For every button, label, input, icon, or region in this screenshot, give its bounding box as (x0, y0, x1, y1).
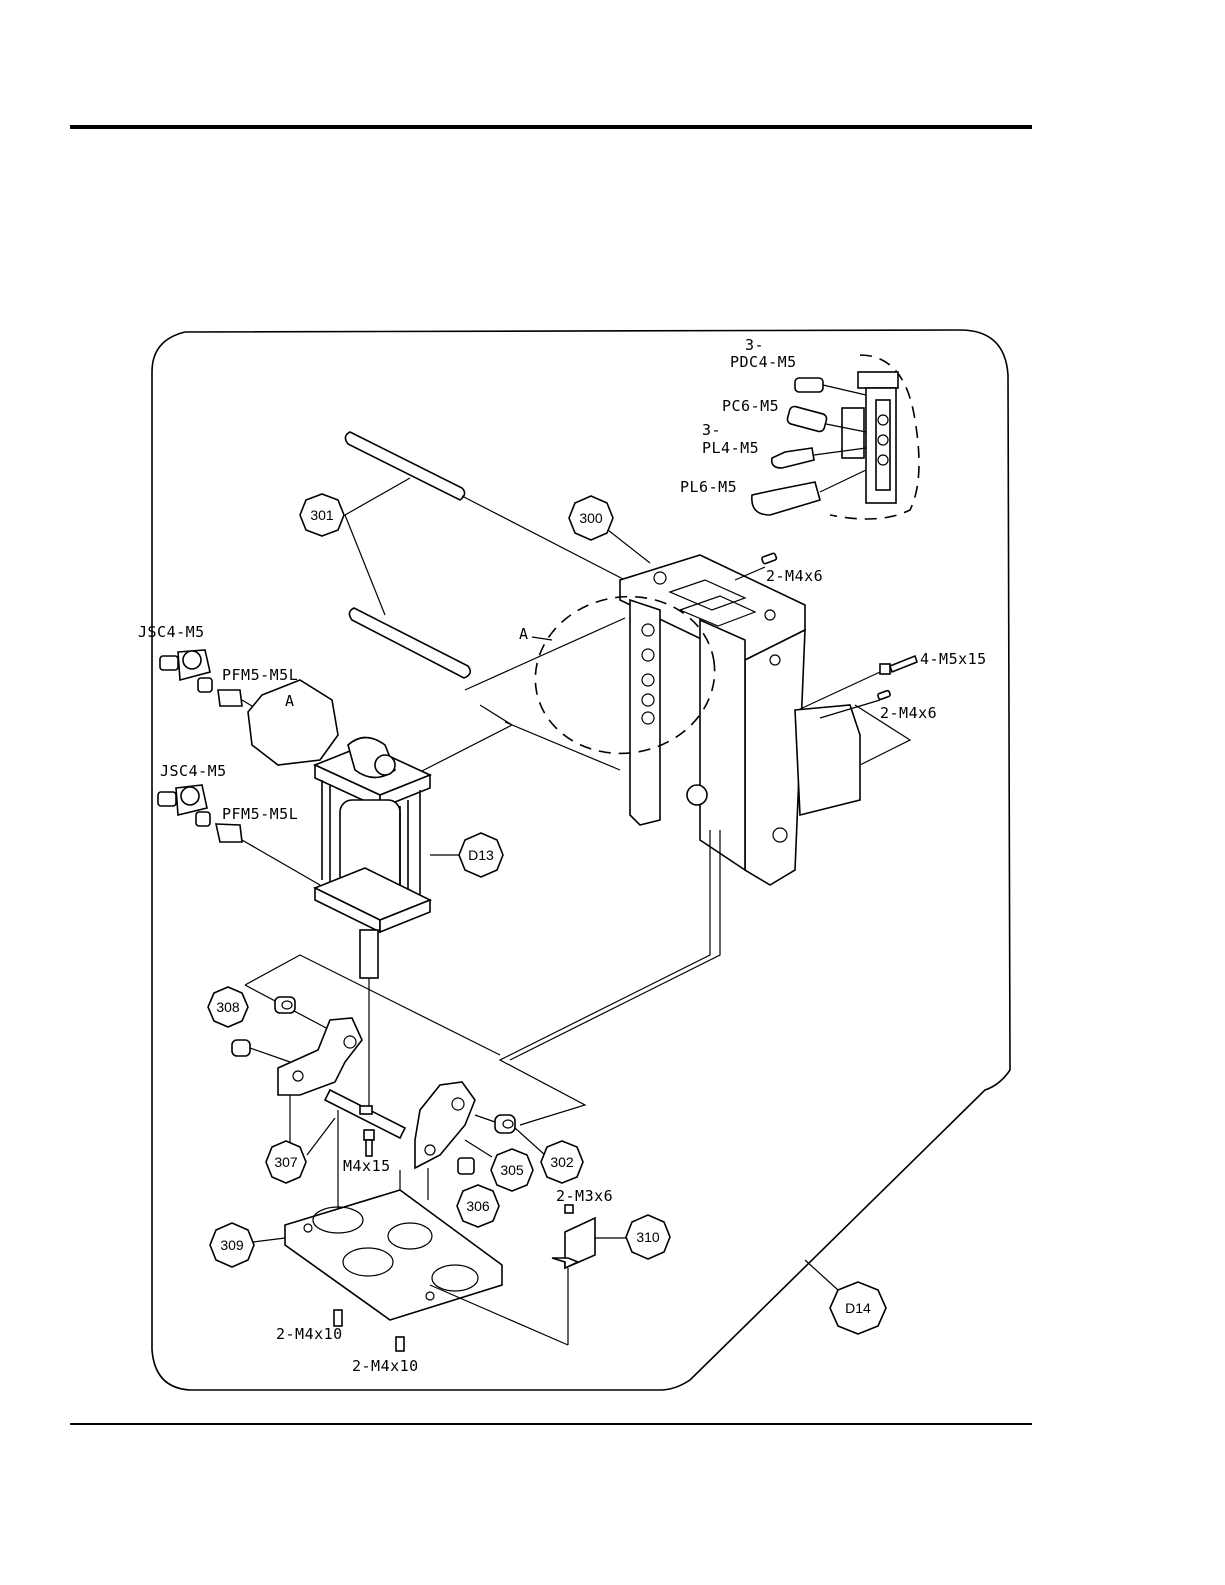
label-pfm-bottom: PFM5-M5L (222, 805, 298, 823)
svg-text:310: 310 (636, 1229, 660, 1245)
label-m4x10-left: 2-M4x10 (276, 1325, 343, 1343)
footer-rule (70, 1423, 1032, 1425)
svg-text:D14: D14 (845, 1300, 871, 1316)
label-jsc-bottom: JSC4-M5 (160, 762, 227, 780)
svg-text:301: 301 (310, 507, 334, 523)
label-pl4-qty: 3- (702, 421, 721, 439)
svg-text:309: 309 (220, 1237, 244, 1253)
callout-309: 309 (210, 1223, 254, 1267)
callout-308: 308 (208, 987, 248, 1027)
callout-306: 306 (457, 1185, 499, 1227)
label-pfm-top: PFM5-M5L (222, 666, 298, 684)
bracket-300 (608, 530, 917, 885)
svg-text:300: 300 (579, 510, 603, 526)
label-pl6: PL6-M5 (680, 478, 737, 496)
label-m4x6-right: 2-M4x6 (880, 704, 937, 722)
svg-text:305: 305 (500, 1162, 524, 1178)
svg-text:308: 308 (216, 999, 240, 1015)
label-m3x6: 2-M3x6 (556, 1187, 613, 1205)
rod-301-parts (345, 432, 625, 678)
header-rule (70, 125, 1032, 129)
bracket-310 (552, 1205, 838, 1345)
svg-text:307: 307 (274, 1154, 298, 1170)
svg-text:302: 302 (550, 1154, 574, 1170)
callout-307: 307 (266, 1141, 306, 1183)
label-m4x15: M4x15 (343, 1157, 391, 1175)
svg-text:306: 306 (466, 1198, 490, 1214)
label-m5x15: 4-M5x15 (920, 650, 987, 668)
fitting-detail (752, 355, 919, 519)
callout-d13: D13 (459, 833, 503, 877)
callout-d14: D14 (830, 1282, 886, 1334)
label-pdc: PDC4-M5 (730, 353, 797, 371)
label-m4x6-top: 2-M4x6 (766, 567, 823, 585)
callout-302: 302 (541, 1141, 583, 1183)
label-pl4: PL4-M5 (702, 439, 759, 457)
svg-text:D13: D13 (468, 847, 494, 863)
label-jsc-top: JSC4-M5 (138, 623, 205, 641)
label-m4x10-center: 2-M4x10 (352, 1357, 419, 1375)
callout-310: 310 (626, 1215, 670, 1259)
callout-301: 301 (300, 494, 344, 536)
callout-300: 300 (569, 496, 613, 540)
label-pdc-qty: 3- (745, 336, 764, 354)
callout-305: 305 (491, 1149, 533, 1191)
label-detail-ref: A (519, 625, 529, 643)
label-pc6: PC6-M5 (722, 397, 779, 415)
label-callout-a: A (285, 692, 295, 710)
